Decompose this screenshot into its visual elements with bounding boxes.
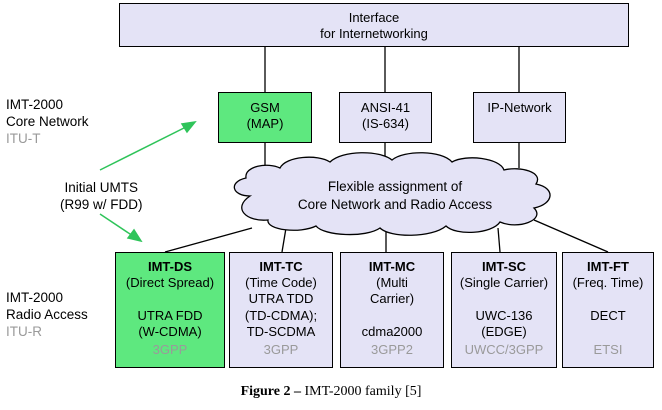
radio-box-imt-sc-tech-1: UWC-136 [475, 308, 533, 323]
radio-box-imt-ds-name: IMT-DS [147, 259, 193, 274]
label-initial-umts: Initial UMTS (R99 w/ FDD) [60, 179, 143, 213]
radio-box-imt-ft-name: IMT-FT [587, 259, 629, 274]
radio-box-imt-ds-desc: (Direct Spread) [125, 275, 215, 290]
connector-cloud-imt-tc [281, 227, 287, 253]
core-node-ansi41-line1: ANSI-41 [360, 100, 411, 115]
cloud-line2: Core Network and Radio Access [297, 197, 493, 212]
radio-box-imt-tc-name: IMT-TC [259, 259, 303, 274]
cloud-label: Flexible assignment of Core Network and … [260, 178, 530, 214]
arrow-umts-to-gsm [99, 126, 187, 171]
connector-cloud-imt-ds [164, 227, 253, 253]
radio-box-imt-tc-org: 3GPP [263, 342, 299, 357]
interface-line1: Interface [348, 10, 400, 25]
core-node-ansi41-line2: (IS-634) [362, 116, 409, 131]
label-radio-access: IMT-2000 Radio Access ITU-R [6, 289, 88, 340]
radio-box-imt-sc: IMT-SC (Single Carrier) UWC-136 (EDGE) U… [451, 252, 557, 368]
radio-box-imt-ft: IMT-FT (Freq. Time) DECT ETSI [562, 252, 654, 368]
radio-box-imt-tc-tech-3: TD-SCDMA [246, 324, 316, 339]
core-node-gsm: GSM (MAP) [218, 92, 312, 143]
arrow-umts-to-imt-ds-head [126, 228, 143, 243]
label-core-network-line2: Core Network [6, 114, 89, 129]
connector-cloud-imt-sc [497, 227, 501, 253]
core-node-ansi41: ANSI-41 (IS-634) [339, 92, 432, 143]
radio-box-imt-mc-org: 3GPP2 [371, 342, 413, 357]
core-node-gsm-line1: GSM [250, 100, 280, 115]
radio-box-imt-mc: IMT-MC (Multi Carrier) cdma2000 3GPP2 [340, 252, 444, 368]
label-radio-access-line3: ITU-R [6, 324, 42, 339]
radio-box-imt-ft-tech-1: DECT [590, 308, 626, 323]
core-node-ip-network-line1: IP-Network [487, 100, 552, 115]
cloud-line1: Flexible assignment of [327, 179, 463, 194]
radio-box-imt-sc-name: IMT-SC [481, 259, 527, 274]
radio-box-imt-ds: IMT-DS (Direct Spread) UTRA FDD (W-CDMA)… [115, 252, 225, 368]
radio-box-imt-mc-desc-2: Carrier) [369, 291, 415, 306]
radio-box-imt-tc: IMT-TC (Time Code) UTRA TDD (TD-CDMA); T… [229, 252, 333, 368]
radio-box-imt-sc-desc: (Single Carrier) [459, 275, 549, 290]
radio-box-imt-mc-name: IMT-MC [368, 259, 416, 274]
radio-box-imt-mc-tech-1: cdma2000 [361, 324, 423, 339]
radio-box-imt-ds-tech-1: UTRA FDD [137, 308, 203, 323]
label-initial-umts-line1: Initial UMTS [64, 180, 139, 195]
radio-box-imt-ft-org: ETSI [593, 342, 623, 357]
arrow-umts-to-gsm-head [180, 120, 197, 134]
radio-box-imt-tc-tech-1: UTRA TDD [248, 291, 314, 306]
arrow-umts-to-imt-ds [99, 213, 134, 237]
radio-box-imt-ds-tech-2: (W-CDMA) [138, 324, 202, 339]
radio-box-imt-mc-desc-1: (Multi [376, 275, 408, 290]
radio-box-imt-sc-tech-2: (EDGE) [481, 324, 527, 339]
label-radio-access-line2: Radio Access [6, 307, 88, 322]
radio-box-imt-ds-org: 3GPP [152, 342, 188, 357]
figure-caption: Figure 2 – IMT-2000 family [5] [0, 384, 662, 400]
label-initial-umts-line2: (R99 w/ FDD) [60, 197, 143, 212]
figure-caption-label: Figure 2 – [240, 384, 301, 399]
label-core-network-line3: ITU-T [6, 131, 41, 146]
label-radio-access-line1: IMT-2000 [6, 290, 64, 305]
interface-box: Interface for Internetworking [119, 3, 629, 47]
figure-caption-text: IMT-2000 family [5] [300, 384, 422, 399]
radio-box-imt-tc-tech-2: (TD-CDMA); [244, 308, 318, 323]
radio-box-imt-tc-desc: (Time Code) [245, 275, 317, 290]
radio-box-imt-sc-org: UWCC/3GPP [464, 342, 544, 357]
cloud-shape [233, 152, 551, 236]
core-node-gsm-line2: (MAP) [246, 116, 284, 131]
label-core-network-line1: IMT-2000 [6, 97, 64, 112]
connector-cloud-imt-ft [533, 219, 609, 253]
label-core-network: IMT-2000 Core Network ITU-T [6, 96, 89, 147]
interface-line2: for Internetworking [320, 26, 428, 41]
core-node-ip-network: IP-Network [473, 92, 566, 143]
radio-box-imt-ft-desc: (Freq. Time) [572, 275, 644, 290]
